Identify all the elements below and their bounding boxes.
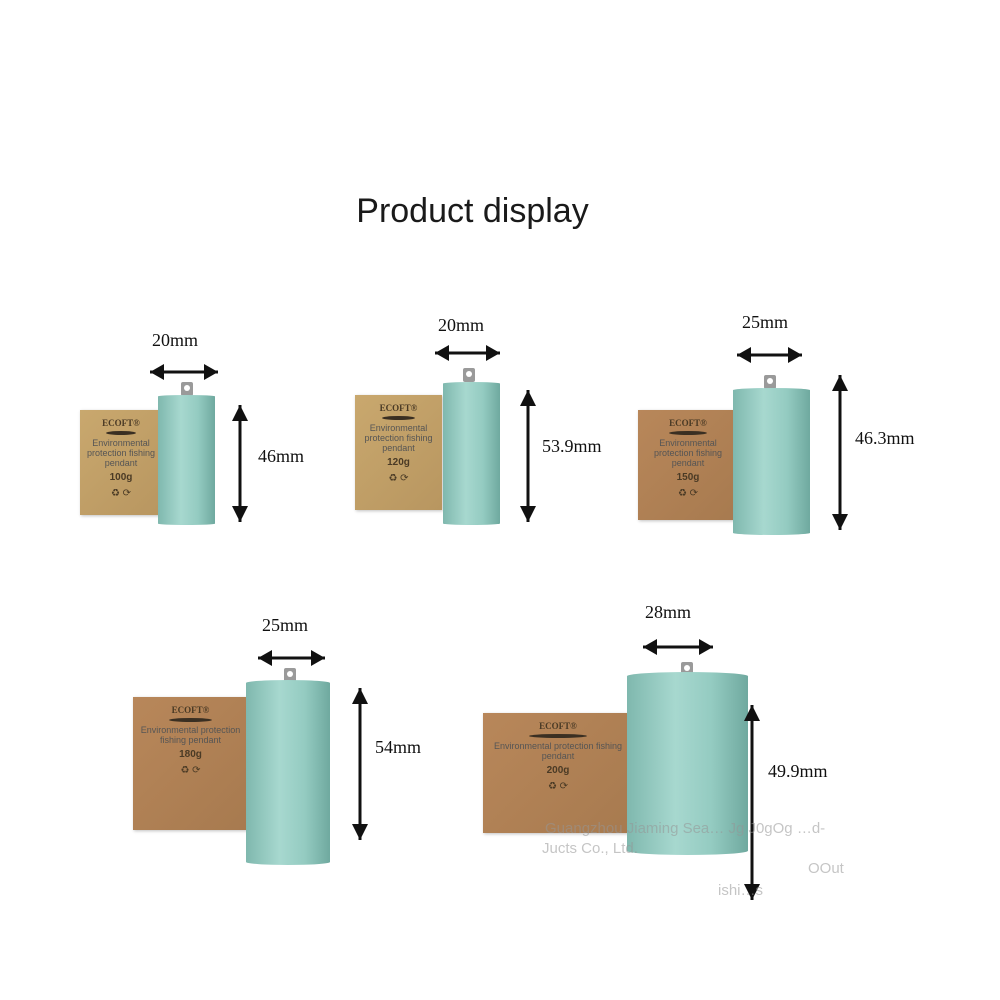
- arrowhead: [258, 650, 272, 666]
- hanging-tab: [284, 668, 296, 682]
- packaging-box: ECOFT® Environmental protection fishing …: [638, 410, 738, 520]
- box-tagline: Environmental protection fishing pendant: [86, 438, 156, 468]
- arrowhead: [699, 639, 713, 655]
- fish-logo-icon: [529, 734, 587, 738]
- brand-label: ECOFT®: [379, 403, 418, 413]
- box-weight: 150g: [676, 472, 700, 483]
- width-label: 20mm: [438, 315, 485, 335]
- recycle-icon: ♻ ⟳: [180, 765, 201, 776]
- arrowhead: [737, 347, 751, 363]
- recycle-icon: ♻ ⟳: [110, 488, 132, 499]
- packaging-box: ECOFT® Environmental protection fishing …: [133, 697, 248, 830]
- height-label: 53.9mm: [542, 436, 602, 456]
- fish-logo-icon: [382, 416, 415, 420]
- packaging-box: ECOFT® Environmental protection fishing …: [355, 395, 442, 510]
- hanging-tab: [764, 375, 776, 389]
- height-label: 54mm: [375, 737, 422, 757]
- arrowhead: [352, 824, 368, 840]
- box-tagline: Environmental protection fishing pendant: [140, 725, 241, 745]
- brand-label: ECOFT®: [669, 418, 707, 428]
- box-weight: 100g: [109, 472, 133, 483]
- fishing-weight-body: [443, 382, 500, 525]
- box-weight: 120g: [387, 457, 410, 468]
- hanging-tab: [463, 368, 475, 382]
- watermark-line: Guangzhou Jiaming Sea… Jg J0gOg …d-: [545, 820, 826, 837]
- brand-label: ECOFT®: [102, 418, 140, 428]
- arrowhead: [232, 506, 248, 522]
- width-label: 28mm: [645, 602, 692, 622]
- brand-label: ECOFT®: [171, 705, 210, 715]
- brand-label: ECOFT®: [539, 721, 577, 731]
- box-weight: 180g: [179, 749, 202, 760]
- arrowhead: [435, 345, 449, 361]
- height-label: 49.9mm: [768, 761, 828, 781]
- height-label: 46.3mm: [855, 428, 915, 448]
- box-tagline: Environmental protection fishing pendant: [364, 423, 433, 453]
- arrowhead: [232, 405, 248, 421]
- fish-logo-icon: [669, 431, 707, 435]
- arrowhead: [204, 364, 218, 380]
- fishing-weight-body: [246, 680, 330, 865]
- recycle-icon: ♻ ⟳: [388, 473, 409, 484]
- width-label: 20mm: [152, 330, 199, 350]
- arrowhead: [311, 650, 325, 666]
- arrowhead: [643, 639, 657, 655]
- arrowhead: [832, 514, 848, 530]
- arrowhead: [744, 705, 760, 721]
- arrowhead: [150, 364, 164, 380]
- packaging-box: ECOFT® Environmental protection fishing …: [80, 410, 162, 515]
- watermark-line: OOut: [808, 860, 844, 877]
- arrowhead: [520, 390, 536, 406]
- width-label: 25mm: [742, 312, 789, 332]
- hanging-tab: [681, 662, 693, 676]
- arrowhead: [486, 345, 500, 361]
- box-tagline: Environmental protection fishing pendant: [653, 438, 723, 468]
- box-weight: 200g: [546, 765, 570, 776]
- box-tagline: Environmental protection fishing pendant: [493, 741, 623, 761]
- arrowhead: [832, 375, 848, 391]
- fishing-weight-body: [733, 388, 810, 535]
- arrowhead: [520, 506, 536, 522]
- height-label: 46mm: [258, 446, 305, 466]
- packaging-box: ECOFT® Environmental protection fishing …: [483, 713, 633, 833]
- arrowhead: [352, 688, 368, 704]
- recycle-icon: ♻ ⟳: [677, 488, 699, 499]
- watermark-line: Jucts Co., Ltd.: [542, 840, 638, 857]
- watermark-line: ishi…s: [718, 882, 764, 899]
- page-title: Product display: [356, 192, 589, 230]
- fish-logo-icon: [105, 431, 137, 435]
- hanging-tab: [181, 382, 193, 396]
- recycle-icon: ♻ ⟳: [547, 781, 569, 792]
- arrowhead: [788, 347, 802, 363]
- width-label: 25mm: [262, 615, 309, 635]
- fish-logo-icon: [168, 718, 213, 722]
- fishing-weight-body: [158, 395, 215, 525]
